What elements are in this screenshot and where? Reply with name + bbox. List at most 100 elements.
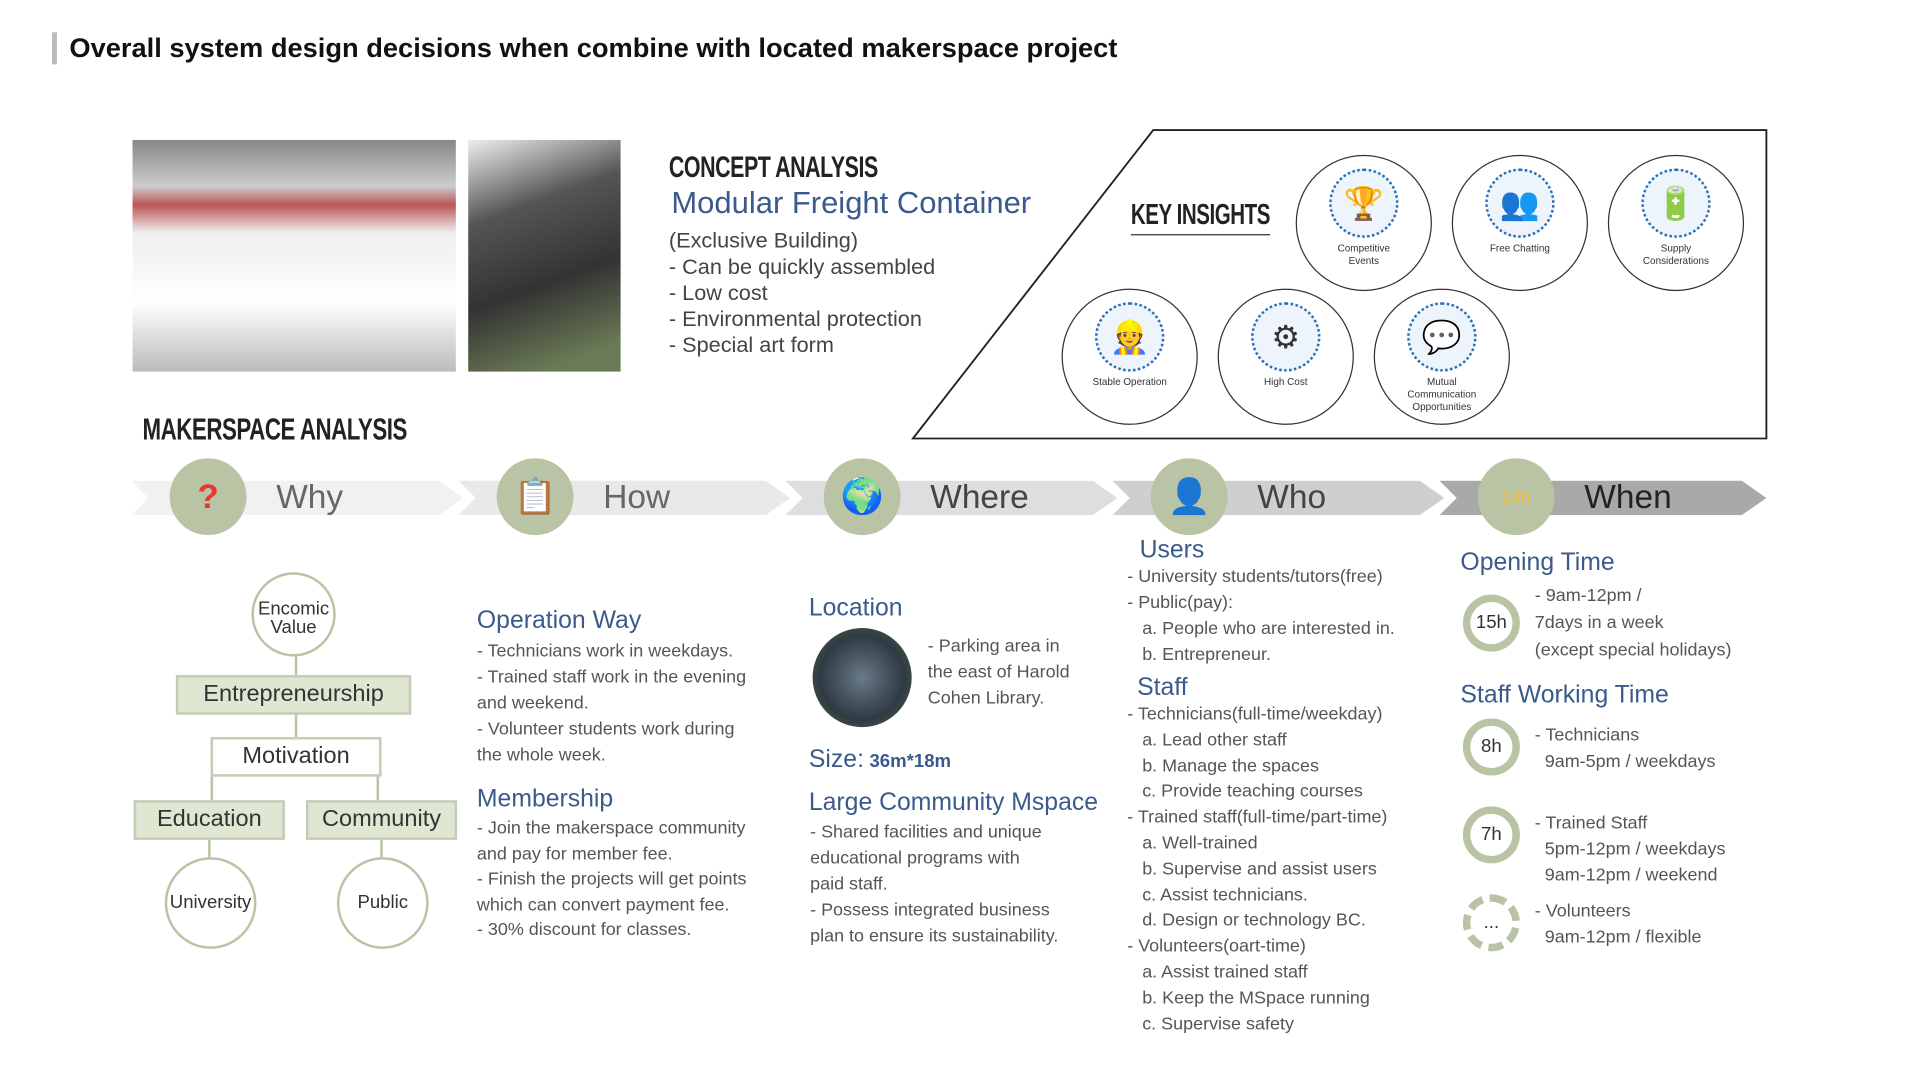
communication-icon: 💬 [1407,302,1477,372]
phase-label-how: How [603,478,671,516]
list-line: 9am-12pm / weekend [1534,865,1718,886]
opening-time-list: - 9am-12pm / 7days in a week (except speci… [1535,582,1732,664]
phase-label-who: Who [1257,478,1327,516]
insight-communication: 💬 Mutual Communication Opportunities [1373,288,1510,425]
list-line: educational programs with [810,848,1020,869]
insight-label: Mutual Communication Opportunities [1407,376,1477,413]
page-title: Overall system design decisions when com… [52,32,1117,65]
list-line: - Volunteers(oart-time) [1127,936,1306,957]
concept-heading: CONCEPT ANALYSIS [668,151,878,185]
operation-way-list: - Technicians work in weekdays. - Trained… [477,639,746,769]
worker-icon: 👤 [1150,458,1228,536]
list-line: - Volunteer students work during [476,719,735,740]
list-line: (except special holidays) [1534,640,1732,661]
insight-label: Free Chatting [1489,242,1550,254]
users-title: Users [1139,536,1205,564]
large-community-list: - Shared facilities and unique educationa… [810,820,1058,950]
list-line: 9am-5pm / weekdays [1534,751,1716,772]
concept-line: - Can be quickly assembled [668,253,936,279]
list-line: - Trained staff work in the evening [476,667,747,688]
interior-photo [132,139,456,372]
list-line: - University students/tutors(free) [1127,567,1383,588]
list-line: - Technicians(full-time/weekday) [1127,704,1383,725]
list-line: - Trained staff(full-time/part-time) [1127,807,1388,828]
insights-frame [911,129,1768,440]
list-line: 7days in a week [1534,613,1664,633]
insight-gear-wrench: ⚙High Cost [1217,288,1354,425]
list-line: - Join the makerspace community [476,818,746,839]
insight-label: Stable Operation [1092,376,1167,388]
hours-ring: 7h [1462,806,1520,864]
concept-line: - Low cost [668,279,768,305]
list-line: - Trained Staff [1534,813,1648,834]
list-line: b. Supervise and assist users [1127,859,1377,880]
concept-line: - Special art form [668,331,834,357]
checklist-icon: 📋 [496,458,574,536]
membership-title: Membership [476,785,614,813]
community-box: Community [305,800,458,840]
chat-icon: 👥 [1485,168,1555,238]
staff-hours-list: - Volunteers 9am-12pm / flexible [1535,899,1702,951]
list-line: b. Entrepreneur. [1127,645,1272,666]
location-title: Location [808,594,903,622]
phase-label-why: Why [276,478,344,516]
phase-label-when: When [1584,478,1672,516]
concept-list: (Exclusive Building)- Can be quickly ass… [669,228,935,358]
list-line: plan to ensure its sustainability. [810,926,1059,947]
insight-worker: 👷 Stable Operation [1061,288,1198,425]
list-line: - 30% discount for classes. [476,920,692,941]
public-node: Public [336,857,429,949]
economic-value-node: Encomic Value [251,572,336,657]
list-line: Cohen Library. [927,688,1045,709]
list-line: - Finish the projects will get points [476,869,747,890]
list-line: - Public(pay): [1127,593,1234,614]
staff-title: Staff [1137,673,1188,702]
container-building-photo [468,139,621,372]
list-line: - 9am-12pm / [1534,585,1642,606]
list-line: - Technicians work in weekdays. [476,641,734,662]
concept-line: (Exclusive Building) [668,227,859,253]
hours-ring: ... [1462,894,1520,952]
education-box: Education [133,800,285,840]
list-line: - Volunteers [1534,901,1631,922]
list-line: 5pm-12pm / weekdays [1534,839,1726,860]
list-line: a. Well-trained [1127,833,1258,854]
worker-icon: 👷 [1095,302,1165,372]
insight-battery: 🔋Supply Considerations [1607,154,1745,292]
list-line: c. Supervise safety [1127,1013,1294,1034]
operation-way-title: Operation Way [476,606,642,635]
battery-icon: 🔋 [1641,168,1711,238]
staff-hours-list: - Trained Staff 5pm-12pm / weekdays 9am-… [1535,811,1726,889]
motivation-box: Motivation [210,737,382,777]
list-line: 9am-12pm / flexible [1534,927,1702,948]
hours-ring: 8h [1462,718,1520,776]
list-line: a. Lead other staff [1127,730,1287,751]
list-line: and weekend. [476,693,589,714]
list-line: a. People who are interested in. [1127,619,1395,640]
size-label: Size: [808,745,864,773]
question-icon: ? [169,458,247,536]
entrepreneurship-box: Entrepreneurship [175,675,412,715]
opening-time-title: Opening Time [1460,548,1615,576]
size-info: Size: 36m*18m [809,746,951,774]
list-line: - Technicians [1534,725,1640,746]
list-line: d. Design or technology BC. [1127,910,1366,931]
insight-podium: 🏆Competitive Events [1295,154,1432,292]
university-node: University [164,857,257,949]
staff-working-title: Staff Working Time [1460,681,1669,709]
concept-line: - Environmental protection [668,305,922,331]
globe-pin-icon: 🌍 [823,458,901,536]
users-list: - University students/tutors(free) - Publ… [1127,565,1395,669]
location-map-image [812,628,912,728]
insight-chat: 👥 Free Chatting [1451,154,1589,292]
list-line: which can convert payment fee. [476,894,730,915]
list-line: - Shared facilities and unique [810,822,1042,843]
size-value: 36m*18m [869,750,952,772]
large-community-title: Large Community Mspace [808,789,1099,817]
staff-hours-list: - Technicians 9am-5pm / weekdays [1535,723,1716,775]
list-line: paid staff. [810,874,888,895]
concept-subtitle: Modular Freight Container [671,185,1032,221]
insight-label: High Cost [1264,376,1308,388]
